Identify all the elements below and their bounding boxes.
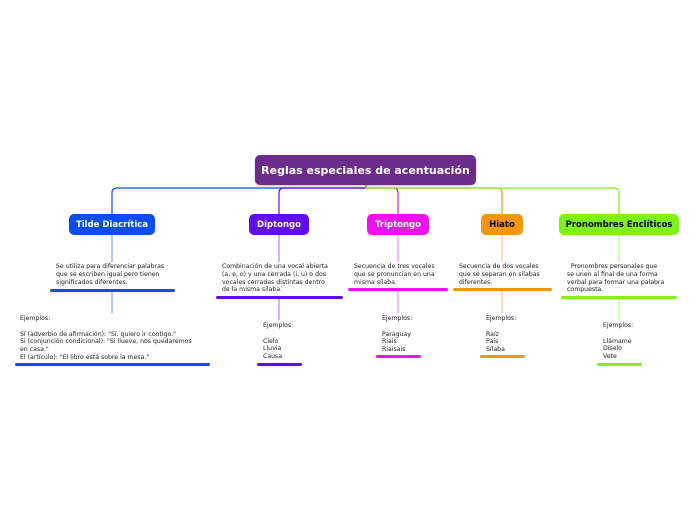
diptongo-description-underline — [216, 296, 343, 299]
pronombres-examples: Ejemplos: Llámame Díselo Vete — [603, 322, 634, 361]
pronombres-description-underline — [561, 296, 677, 299]
tilde-description-underline — [50, 289, 175, 292]
triptongo-description-underline — [348, 288, 448, 291]
diptongo-description: Combinación de una vocal abierta (a, e, … — [222, 263, 328, 294]
connector-hiato — [365, 185, 503, 214]
node-diptongo[interactable]: Diptongo — [249, 214, 309, 235]
hiato-description-underline — [453, 288, 552, 291]
pronombres-examples-underline — [597, 363, 642, 366]
connector-triptongo — [365, 185, 399, 214]
node-tilde-diacritica[interactable]: Tilde Diacrítica — [69, 214, 155, 235]
node-pronombres-encliticos[interactable]: Pronombres Enclíticos — [559, 214, 679, 235]
pronombres-description: Pronombres personales que se unen al fin… — [567, 263, 665, 294]
root-node[interactable]: Reglas especiales de acentuación — [255, 155, 476, 185]
hiato-description: Secuencia de dos vocales que se separan … — [459, 263, 540, 286]
triptongo-examples: Ejemplos: Paraguay Riais Riaisais — [382, 315, 413, 354]
node-triptongo[interactable]: Triptongo — [367, 214, 429, 235]
node-hiato[interactable]: Hiato — [481, 214, 523, 235]
tilde-examples: Ejemplos: Sí (adverbio de afirmación): "… — [20, 315, 192, 361]
diptongo-examples: Ejemplos: Cielo Lluvia Causa — [263, 322, 294, 361]
tilde-description: Se utiliza para diferenciar palabras que… — [56, 263, 165, 286]
diptongo-examples-underline — [257, 363, 302, 366]
hiato-examples: Ejemplos: Raíz País Sílaba — [486, 315, 517, 354]
triptongo-description: Secuencia de tres vocales que se pronunc… — [354, 263, 435, 286]
connector-tilde — [111, 185, 367, 214]
hiato-examples-underline — [480, 355, 525, 358]
connector-pronombres — [365, 185, 620, 214]
triptongo-examples-underline — [376, 355, 421, 358]
tilde-examples-underline — [15, 363, 210, 366]
connector-diptongo — [278, 185, 367, 214]
